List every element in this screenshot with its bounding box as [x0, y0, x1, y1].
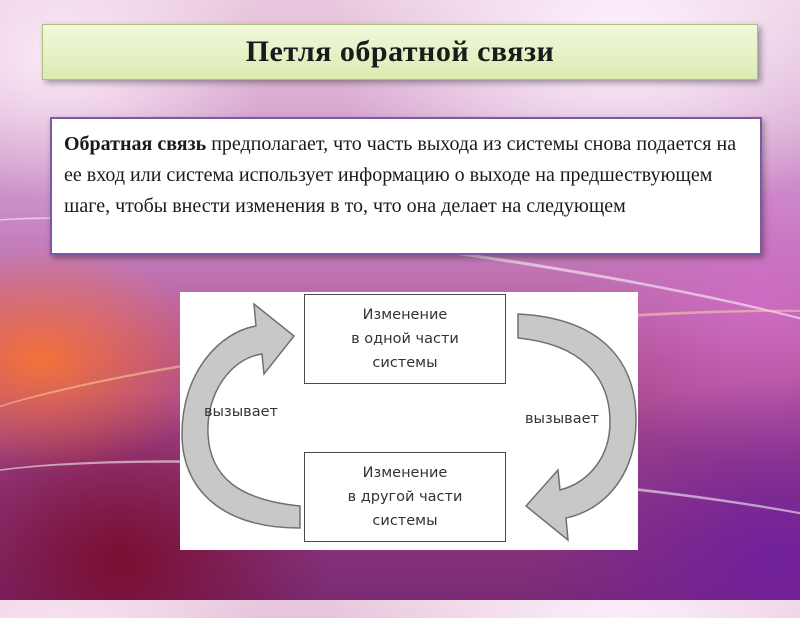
label-causes-left: вызывает	[204, 404, 278, 420]
definition-box: Обратная связь предполагает, что часть в…	[50, 117, 762, 255]
right-curved-arrow-icon	[517, 313, 637, 542]
slide-title: Петля обратной связи	[245, 35, 555, 68]
feedback-loop-diagram: Изменение в одной части системы Изменени…	[180, 292, 638, 550]
box-bottom-label: Изменение в другой части системы	[347, 465, 463, 529]
left-curved-arrow-icon	[181, 302, 301, 529]
box-change-other-part: Изменение в другой части системы	[304, 452, 506, 542]
box-top-label: Изменение в одной части системы	[351, 307, 459, 371]
box-change-one-part: Изменение в одной части системы	[304, 294, 506, 384]
definition-text: предполагает, что часть выхода из систем…	[64, 133, 737, 217]
slide-title-box: Петля обратной связи	[42, 24, 758, 80]
definition-term: Обратная связь	[64, 133, 207, 155]
diagram-arrows	[181, 302, 637, 542]
label-causes-right: вызывает	[525, 411, 599, 427]
